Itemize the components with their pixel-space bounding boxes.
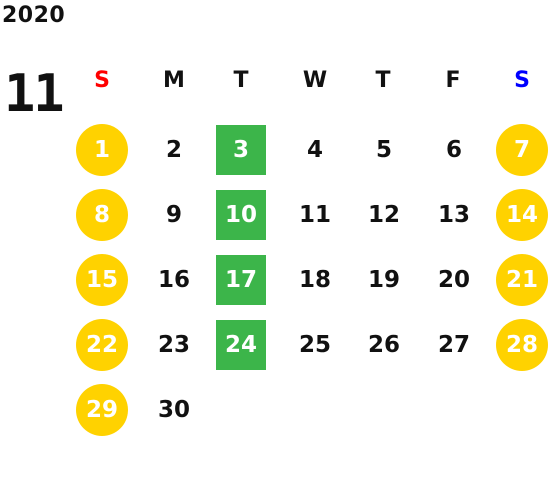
weekday-monday: M <box>163 68 185 93</box>
day-30: 30 <box>157 397 190 423</box>
weekday-sunday: S <box>94 68 110 93</box>
day-16: 16 <box>157 267 190 293</box>
day-29: 29 <box>76 384 128 436</box>
day-2: 2 <box>165 137 182 163</box>
day-13: 13 <box>437 202 470 228</box>
day-8: 8 <box>76 189 128 241</box>
day-17: 17 <box>216 255 266 305</box>
month-label: 11 <box>4 64 65 124</box>
day-24: 24 <box>216 320 266 370</box>
day-3: 3 <box>216 125 266 175</box>
day-19: 19 <box>367 267 400 293</box>
day-12: 12 <box>367 202 400 228</box>
day-20: 20 <box>437 267 470 293</box>
day-9: 9 <box>165 202 182 228</box>
weekday-tuesday: T <box>233 68 249 93</box>
day-25: 25 <box>298 332 331 358</box>
day-18: 18 <box>298 267 331 293</box>
day-26: 26 <box>367 332 400 358</box>
day-7: 7 <box>496 124 548 176</box>
day-23: 23 <box>157 332 190 358</box>
day-11: 11 <box>298 202 331 228</box>
day-22: 22 <box>76 319 128 371</box>
weekday-saturday: S <box>514 68 530 93</box>
day-5: 5 <box>375 137 392 163</box>
day-4: 4 <box>306 137 323 163</box>
weekday-wednesday: W <box>302 68 328 93</box>
day-14: 14 <box>496 189 548 241</box>
year-label: 2020 <box>2 3 66 28</box>
day-1: 1 <box>76 124 128 176</box>
day-10: 10 <box>216 190 266 240</box>
day-6: 6 <box>445 137 462 163</box>
day-21: 21 <box>496 254 548 306</box>
weekday-friday: F <box>445 68 461 93</box>
day-15: 15 <box>76 254 128 306</box>
weekday-thursday: T <box>375 68 391 93</box>
day-27: 27 <box>437 332 470 358</box>
day-28: 28 <box>496 319 548 371</box>
